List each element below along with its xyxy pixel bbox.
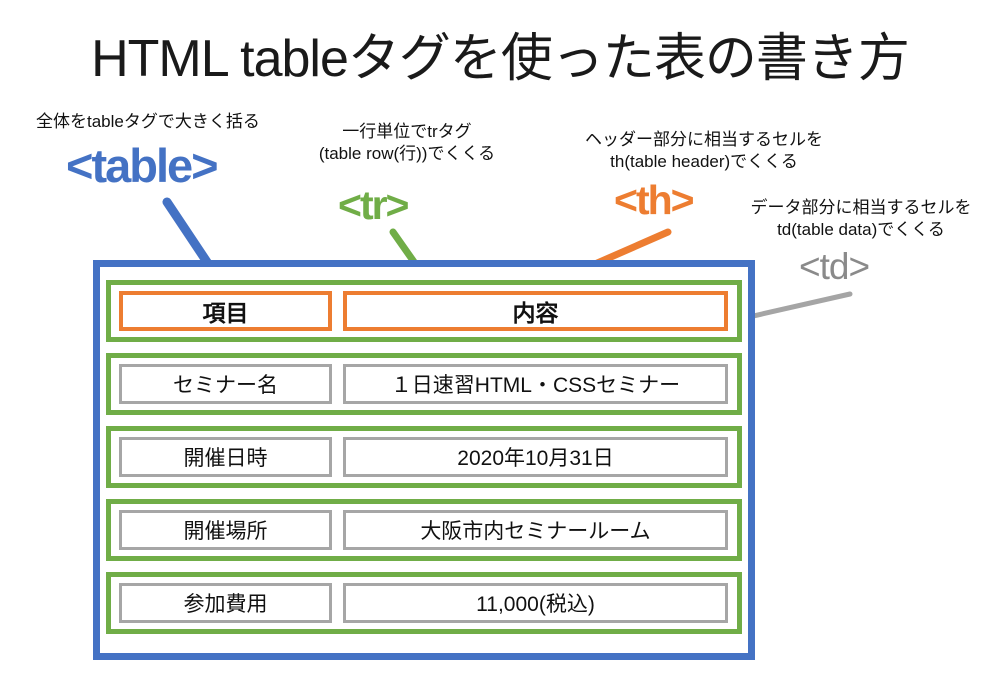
tr-tag-label: <tr> bbox=[338, 182, 409, 228]
table-row: 開催場所 大阪市内セミナールーム bbox=[106, 499, 742, 561]
data-cell-label: 参加費用 bbox=[119, 583, 332, 623]
data-cell-label: 開催場所 bbox=[119, 510, 332, 550]
td-tag-label: <td> bbox=[799, 246, 870, 287]
table-row: 参加費用 11,000(税込) bbox=[106, 572, 742, 634]
tr-note-line2: (table row(行))でくくる bbox=[318, 144, 496, 164]
td-note-line1: データ部分に相当するセルを bbox=[750, 198, 972, 217]
data-cell-value: 11,000(税込) bbox=[343, 583, 728, 623]
th-note-line2: th(table header)でくくる bbox=[610, 152, 798, 172]
table-note: 全体をtableタグで大きく括る bbox=[36, 112, 260, 131]
page-title: HTML tableタグを使った表の書き方 bbox=[91, 30, 910, 88]
tr-note: 一行単位でtrタグ (table row(行))でくくる bbox=[283, 121, 531, 166]
data-cell-value: 2020年10月31日 bbox=[343, 437, 728, 477]
td-note-line2: td(table data)でくくる bbox=[777, 220, 945, 240]
table-tag-label: <table> bbox=[66, 139, 219, 192]
th-note: ヘッダー部分に相当するセルを th(table header)でくくる bbox=[550, 129, 858, 174]
table-row: セミナー名 １日速習HTML・CSSセミナー bbox=[106, 353, 742, 415]
header-cell-content: 内容 bbox=[343, 291, 728, 331]
table-connector-line bbox=[162, 197, 214, 270]
th-tag-label: <th> bbox=[614, 177, 695, 223]
data-cell-label: 開催日時 bbox=[119, 437, 332, 477]
table-diagram: 項目 内容 セミナー名 １日速習HTML・CSSセミナー 開催日時 2020年1… bbox=[93, 260, 755, 660]
header-cell-item: 項目 bbox=[119, 291, 332, 331]
data-cell-label: セミナー名 bbox=[119, 364, 332, 404]
data-cell-value: 大阪市内セミナールーム bbox=[343, 510, 728, 550]
data-cell-value: １日速習HTML・CSSセミナー bbox=[343, 364, 728, 404]
tr-note-line1: 一行単位でtrタグ bbox=[342, 122, 472, 141]
td-note: データ部分に相当するセルを td(table data)でくくる bbox=[726, 197, 996, 242]
table-row-header: 項目 内容 bbox=[106, 280, 742, 342]
th-note-line1: ヘッダー部分に相当するセルを bbox=[585, 130, 823, 149]
table-row: 開催日時 2020年10月31日 bbox=[106, 426, 742, 488]
